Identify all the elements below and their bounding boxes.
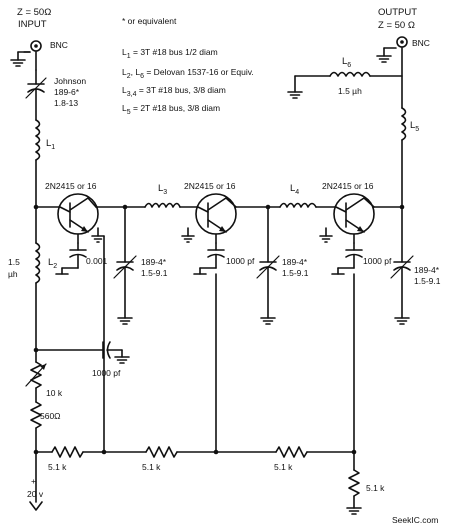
resistor-5k1-b-label: 5.1 k (142, 462, 161, 472)
capacitor-bias-label: 1000 pf (92, 368, 121, 378)
inductor-l6 (287, 71, 403, 99)
inductor-l6-label: L6 (342, 56, 351, 69)
input-ground-symbol (10, 59, 26, 67)
transistor-q1-label: 2N2415 or 16 (45, 181, 97, 191)
inductor-l1 (35, 119, 41, 206)
trimmer-capacitor-3 (390, 206, 414, 325)
trimmer-capacitor-2 (256, 206, 280, 325)
output-impedance-label: Z = 50 Ω (378, 20, 415, 31)
potentiometer-10k (25, 349, 47, 403)
supply-terminal (29, 451, 43, 511)
output-bnc-connector (376, 36, 408, 109)
capacitor-stage3-1000pf (331, 242, 363, 275)
supply-voltage: 20 v (27, 489, 44, 499)
trimmer-2-line1: 189-4* (282, 257, 308, 267)
resistor-560-label: 560Ω (40, 411, 61, 421)
input-bnc-connector (17, 40, 42, 71)
output-label: OUTPUT (378, 7, 417, 18)
transistor-q3 (333, 193, 375, 244)
input-label: INPUT (18, 19, 47, 30)
resistor-5k1-d (346, 451, 362, 515)
capacitor-0-001 (55, 242, 87, 275)
resistor-5k1-a-label: 5.1 k (48, 462, 67, 472)
transistor-q2-label: 2N2415 or 16 (184, 181, 236, 191)
trimmer-1-line2: 1.5-9.1 (141, 268, 168, 278)
inductor-l4 (279, 202, 317, 208)
trimmer-1-line1: 189-4* (141, 257, 167, 267)
output-bnc-label: BNC (412, 38, 430, 48)
legend-note: * or equivalent (122, 16, 177, 26)
inductor-l5-label: L5 (410, 120, 419, 133)
trimmer-3-line1: 189-4* (414, 265, 440, 275)
inductor-l2-label: L2 (48, 257, 57, 270)
legend-l1: L1 = 3T #18 bus 1/2 diam (122, 47, 218, 60)
resistor-5k1-d-label: 5.1 k (366, 483, 385, 493)
resistor-5k1-b (103, 446, 217, 458)
legend-l5: L5 = 2T #18 bus, 3/8 diam (122, 103, 220, 116)
input-trimmer-line1: Johnson (54, 76, 86, 86)
legend-l2-l6: L2, L6 = Delovan 1537-16 or Equiv. (122, 67, 254, 80)
transistor-q3-label: 2N2415 or 16 (322, 181, 374, 191)
potentiometer-label: 10 k (46, 388, 63, 398)
input-trimmer-line2: 189-6* (54, 87, 80, 97)
inductor-l1-label: L1 (46, 138, 55, 151)
inductor-l3 (144, 202, 181, 208)
input-trimmer-line3: 1.8-13 (54, 98, 78, 108)
resistor-5k1-c (215, 446, 355, 458)
resistor-5k1-a (35, 446, 105, 458)
inductor-l6-value: 1.5 µh (338, 86, 362, 96)
trimmer-3-line2: 1.5-9.1 (414, 276, 441, 286)
capacitor-stage2-1000pf (193, 242, 225, 275)
resistor-5k1-c-label: 5.1 k (274, 462, 293, 472)
emitter-ground-symbols (91, 227, 333, 243)
inductor-l3-label: L3 (158, 183, 167, 196)
inductor-1-5uh (35, 242, 41, 284)
capacitor-stage2-label: 1000 pf (226, 256, 255, 266)
capacitor-bias-1000pf (35, 341, 130, 364)
inductor-l5 (401, 107, 407, 208)
inductor-1-5uh-line1: 1.5 (8, 257, 20, 267)
input-trimmer-capacitor (25, 69, 47, 121)
capacitor-0-001-label: 0.001 (86, 256, 108, 266)
supply-plus: + (31, 476, 36, 486)
legend-l3-l4: L3,4 = 3T #18 bus, 3/8 diam (122, 85, 226, 98)
trimmer-capacitor-1 (113, 206, 137, 325)
capacitor-stage3-label: 1000 pf (363, 256, 392, 266)
resistor-560 (30, 401, 42, 453)
watermark: SeekIC.com (392, 515, 438, 525)
input-bnc-label: BNC (50, 40, 68, 50)
inductor-l4-label: L4 (290, 183, 299, 196)
input-impedance-label: Z = 50Ω (17, 7, 51, 18)
transistor-q1 (57, 193, 99, 244)
trimmer-2-line2: 1.5-9.1 (282, 268, 309, 278)
transistor-q2 (195, 193, 237, 244)
inductor-1-5uh-line2: µh (8, 269, 18, 279)
